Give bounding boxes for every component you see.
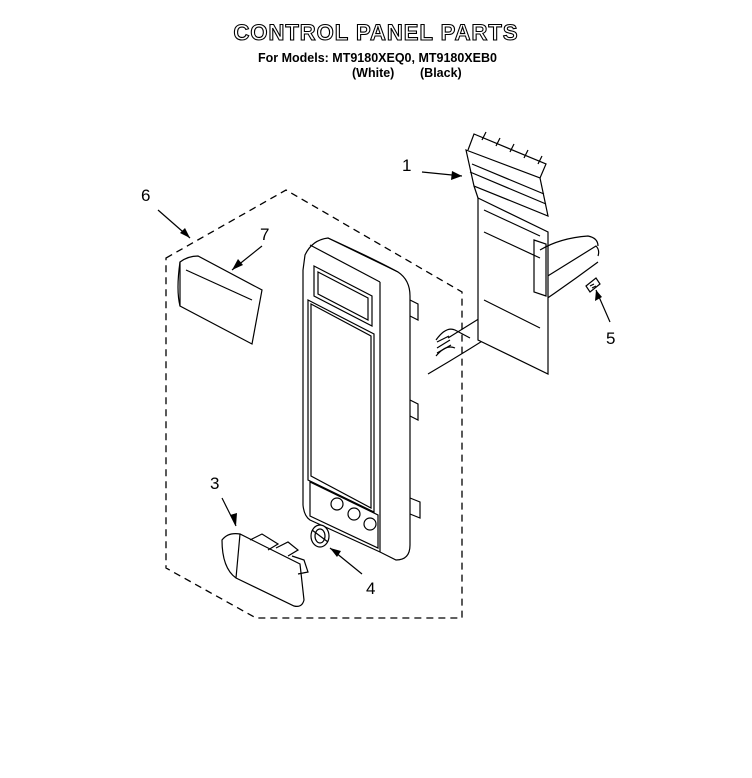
cable-5-upper: [447, 245, 600, 339]
callout-1: 1: [402, 156, 412, 175]
ribbon-cable: [435, 328, 471, 357]
arrowhead-6: [180, 228, 190, 238]
assembly-outline-6: [165, 189, 463, 619]
part-4-knob: [310, 524, 330, 548]
arrowhead-5: [595, 290, 602, 301]
callout-3: 3: [210, 474, 220, 493]
callout-5: 5: [606, 329, 616, 348]
part-3-button: [221, 533, 309, 607]
callout-4: 4: [366, 579, 376, 598]
part-7-overlay: [177, 255, 263, 345]
part-1-control-board: [465, 131, 599, 375]
arrowhead-3: [230, 513, 237, 526]
callout-6: 6: [141, 186, 151, 205]
control-panel-housing: [302, 237, 421, 561]
variant-white-label: (White): [352, 66, 395, 80]
models-line: For Models: MT9180XEQ0, MT9180XEB0: [258, 51, 497, 65]
callout-7: 7: [260, 225, 270, 244]
variant-black-label: (Black): [420, 66, 462, 80]
part-5-screw: [585, 277, 601, 293]
diagram-title: CONTROL PANEL PARTS: [233, 19, 519, 45]
arrowhead-1: [451, 171, 462, 180]
arrowhead-4: [330, 548, 341, 557]
arrowhead-7: [232, 259, 243, 270]
